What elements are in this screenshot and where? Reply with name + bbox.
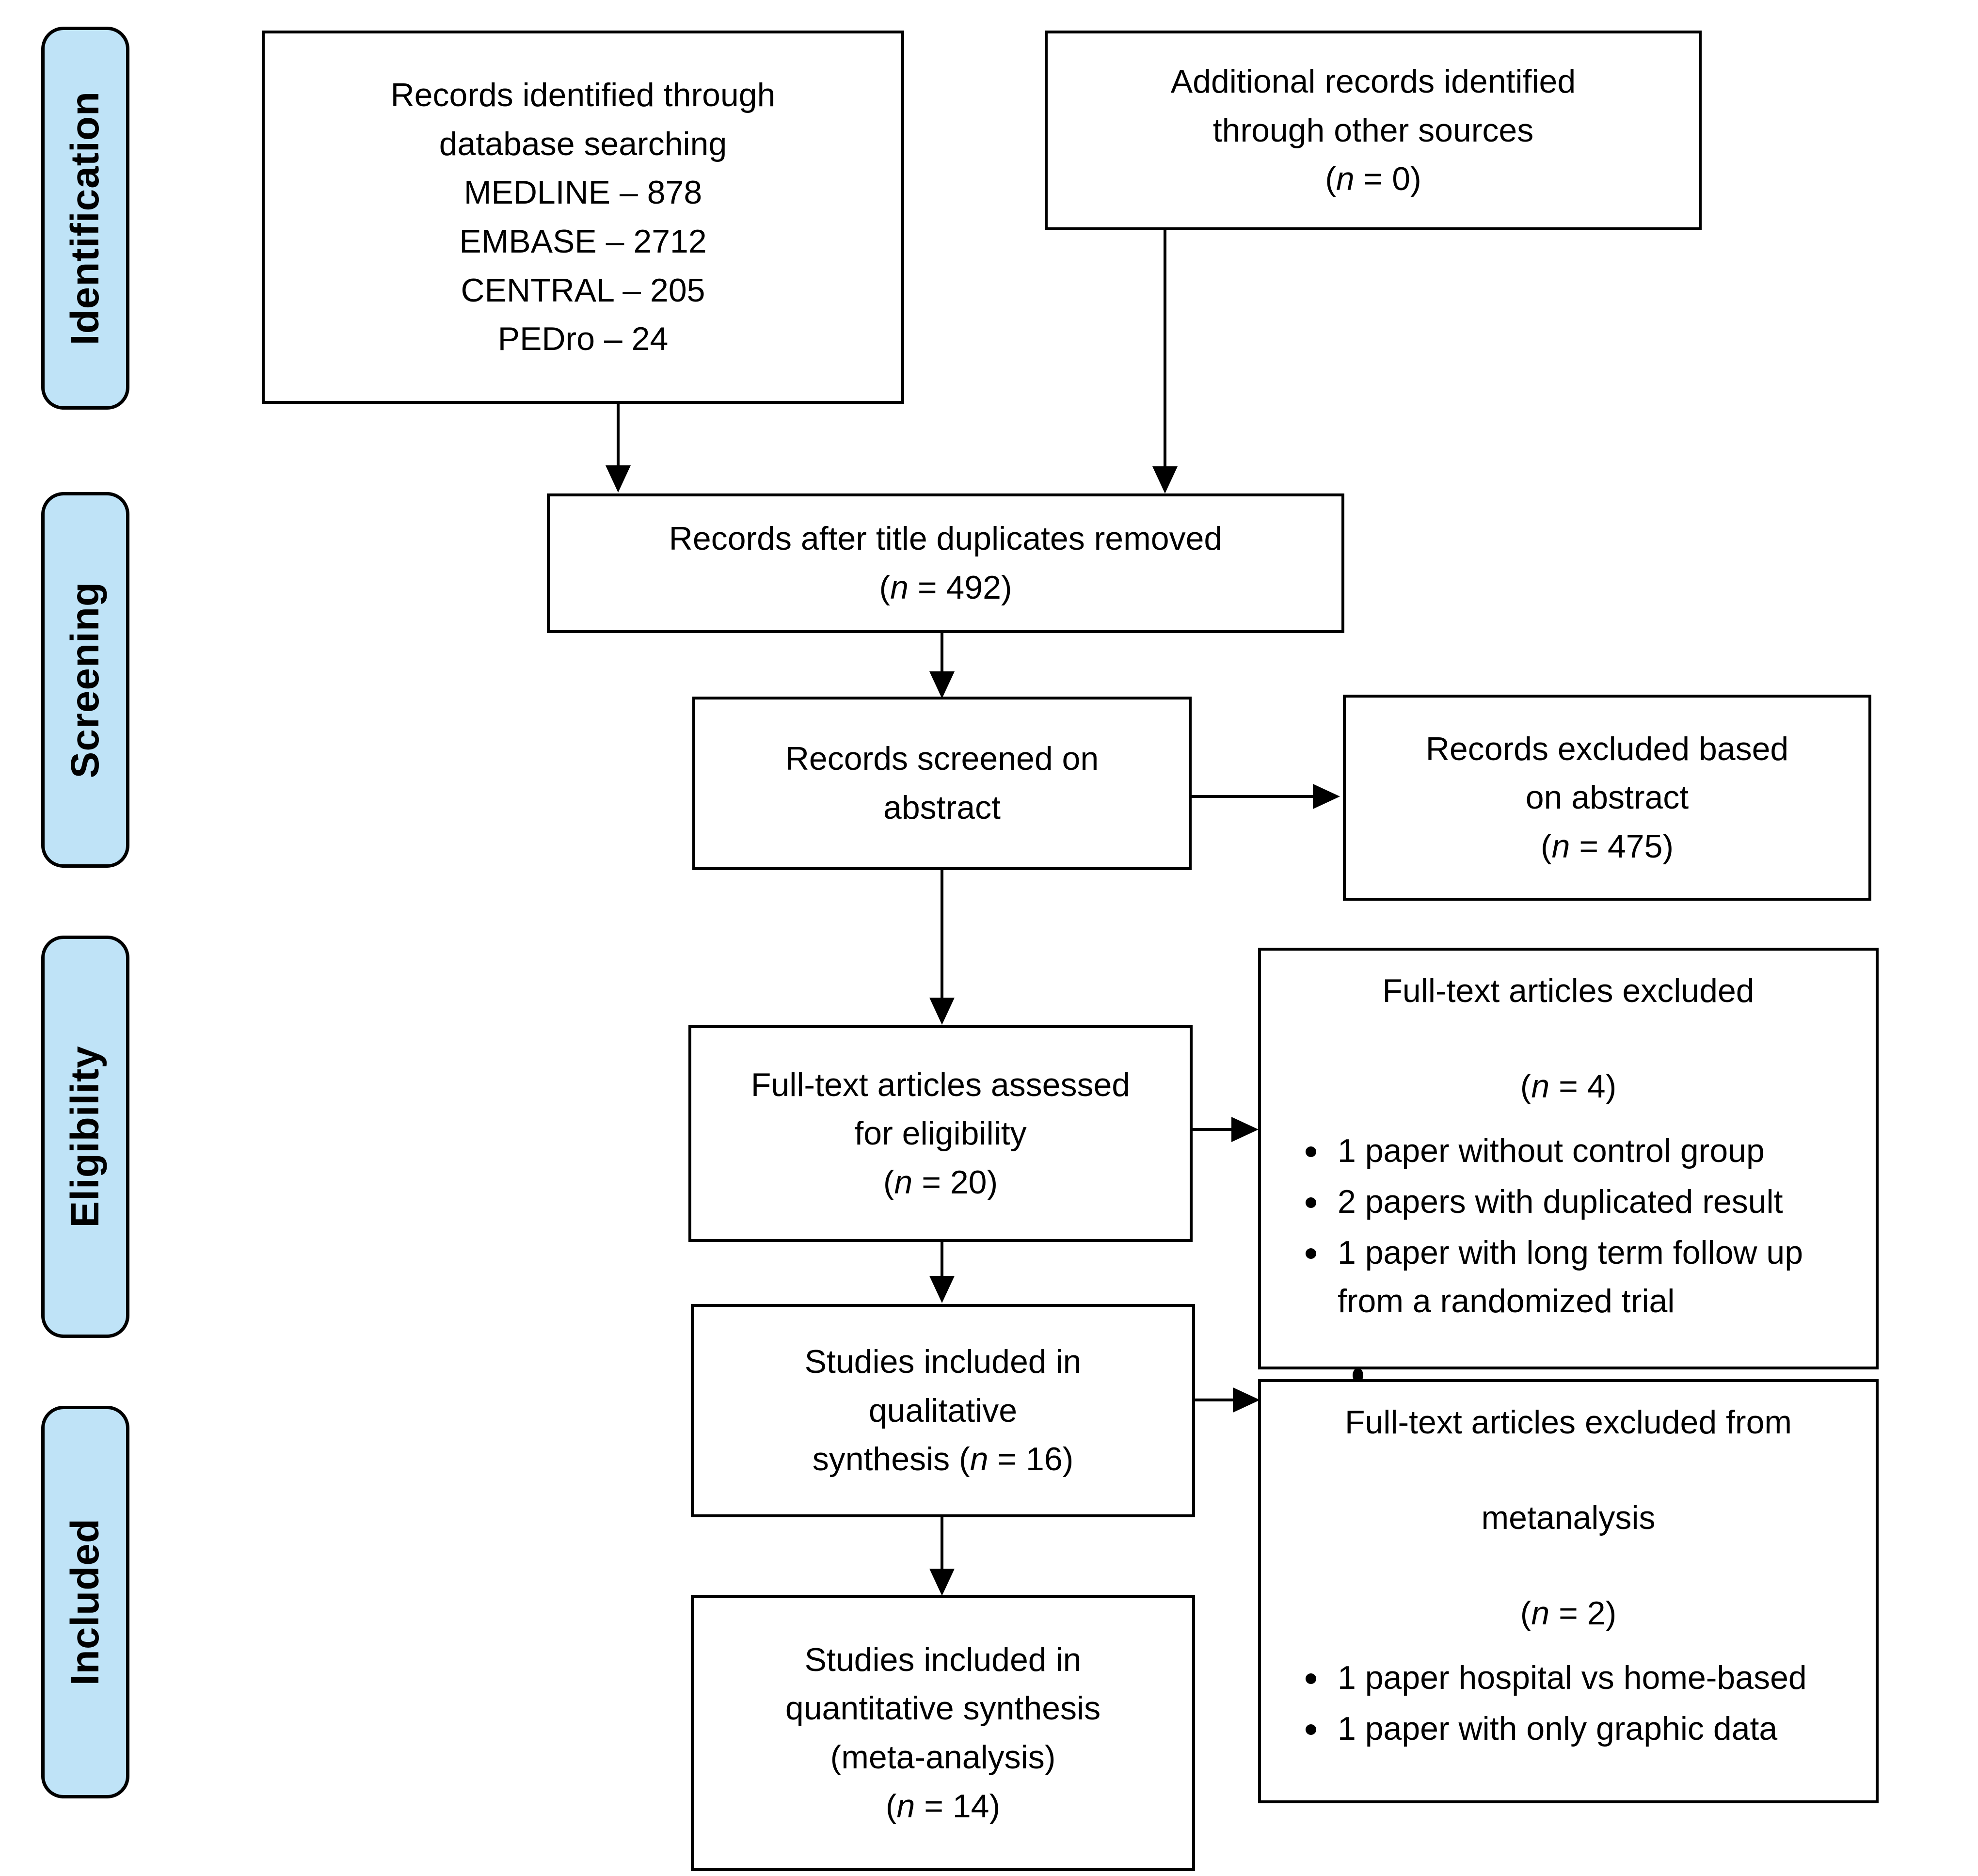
fulltext-excluded-heading: Full-text articles excluded (n = 4)	[1276, 967, 1861, 1111]
arrow-db-search-to-duplicates-icon	[606, 465, 631, 493]
duplicates-line-1: Records after title duplicates removed	[669, 520, 1223, 557]
assessed-count: (n = 20)	[883, 1163, 998, 1201]
fulltext-excluded-reason-list: 1 paper without control group 2 papers w…	[1276, 1127, 1861, 1328]
arrow-assessed-to-fulltext-excluded-icon	[1231, 1117, 1259, 1142]
list-item: 1 paper with only graphic data	[1306, 1705, 1861, 1753]
box-records-identified-database: Records identified through database sear…	[262, 31, 904, 404]
excluded-abstract-line-2: on abstract	[1525, 779, 1689, 816]
other-sources-count: (n = 0)	[1325, 160, 1421, 198]
db-search-pedro: PEDro – 24	[497, 320, 669, 358]
arrow-other-sources-to-duplicates-icon	[1152, 466, 1178, 493]
connector-duplicates-to-screened	[941, 633, 943, 673]
db-search-central: CENTRAL – 205	[461, 271, 705, 309]
box-records-screened-on-abstract: Records screened on abstract	[692, 697, 1192, 870]
list-item: 1 paper hospital vs home-based	[1306, 1654, 1861, 1702]
qualitative-line-3: synthesis (n = 16)	[812, 1441, 1074, 1478]
db-search-line-1: Records identified through	[390, 77, 776, 114]
box-records-after-duplicates-removed: Records after title duplicates removed (…	[547, 493, 1344, 633]
connector-assessed-to-fulltext-excluded	[1193, 1128, 1231, 1131]
db-search-medline: MEDLINE – 878	[463, 174, 702, 211]
box-studies-quantitative-synthesis: Studies included in quantitative synthes…	[691, 1595, 1195, 1871]
connector-screened-to-assessed	[941, 870, 943, 999]
stage-pill-identification: Identification	[41, 27, 129, 410]
stage-pill-screening-label: Screening	[63, 581, 107, 779]
list-item: 2 papers with duplicated result	[1306, 1178, 1861, 1226]
box-records-excluded-on-abstract: Records excluded based on abstract (n = …	[1343, 695, 1871, 901]
qualitative-line-1: Studies included in	[804, 1343, 1082, 1381]
connector-qualitative-to-metanalysis-excluded	[1195, 1399, 1233, 1401]
metanalysis-excluded-count: (n = 2)	[1520, 1595, 1617, 1632]
assessed-line-2: for eligibility	[854, 1115, 1027, 1152]
box-additional-records-other-sources: Additional records identified through ot…	[1045, 31, 1702, 230]
db-search-line-2: database searching	[439, 125, 727, 162]
arrow-qualitative-to-quantitative-icon	[929, 1569, 955, 1596]
connector-db-search-to-duplicates	[617, 404, 620, 467]
fulltext-excluded-count: (n = 4)	[1520, 1068, 1617, 1105]
assessed-line-1: Full-text articles assessed	[750, 1066, 1131, 1103]
quantitative-line-3: (meta-analysis)	[830, 1739, 1056, 1776]
list-item: 1 paper with long term follow up from a …	[1306, 1229, 1861, 1325]
db-search-embase: EMBASE – 2712	[459, 223, 707, 260]
connector-other-sources-to-duplicates	[1164, 230, 1166, 468]
box-studies-qualitative-synthesis: Studies included in qualitative synthesi…	[691, 1304, 1195, 1517]
duplicates-count: (n = 492)	[879, 569, 1012, 606]
arrow-screened-to-assessed-icon	[929, 998, 955, 1025]
stage-pill-identification-label: Identification	[63, 91, 107, 346]
box-fulltext-articles-assessed: Full-text articles assessed for eligibil…	[688, 1025, 1193, 1242]
arrow-qualitative-to-metanalysis-excluded-icon	[1233, 1387, 1260, 1413]
other-sources-line-1: Additional records identified	[1170, 63, 1576, 100]
stage-pill-included: Included	[41, 1406, 129, 1798]
metanalysis-excluded-reason-list: 1 paper hospital vs home-based 1 paper w…	[1276, 1654, 1861, 1756]
metanalysis-excluded-heading: Full-text articles excluded from metanal…	[1276, 1399, 1861, 1638]
connector-screened-to-excluded-abstract	[1192, 795, 1313, 798]
quantitative-count: (n = 14)	[885, 1787, 1001, 1825]
stage-pill-eligibility-label: Eligibility	[63, 1046, 107, 1228]
excluded-abstract-count: (n = 475)	[1540, 827, 1674, 865]
connector-qualitative-to-quantitative	[941, 1517, 943, 1570]
screened-line-2: abstract	[883, 789, 1001, 826]
qualitative-line-2: qualitative	[868, 1392, 1018, 1429]
box-fulltext-articles-excluded: Full-text articles excluded (n = 4) 1 pa…	[1258, 948, 1879, 1369]
stage-pill-included-label: Included	[63, 1518, 107, 1686]
list-item: 1 paper without control group	[1306, 1127, 1861, 1175]
stage-pill-eligibility: Eligibility	[41, 936, 129, 1338]
stage-pill-screening: Screening	[41, 492, 129, 868]
excluded-abstract-line-1: Records excluded based	[1425, 730, 1789, 767]
arrow-screened-to-excluded-abstract-icon	[1313, 784, 1340, 809]
arrow-assessed-to-qualitative-icon	[929, 1276, 955, 1303]
other-sources-line-2: through other sources	[1212, 111, 1534, 149]
arrow-duplicates-to-screened-icon	[929, 671, 955, 699]
quantitative-line-2: quantitative synthesis	[785, 1690, 1101, 1727]
connector-assessed-to-qualitative	[941, 1242, 943, 1277]
box-fulltext-excluded-from-metanalysis: Full-text articles excluded from metanal…	[1258, 1379, 1879, 1803]
stray-bullet-icon	[1353, 1368, 1363, 1383]
screened-line-1: Records screened on	[785, 740, 1099, 778]
quantitative-line-1: Studies included in	[804, 1641, 1082, 1678]
